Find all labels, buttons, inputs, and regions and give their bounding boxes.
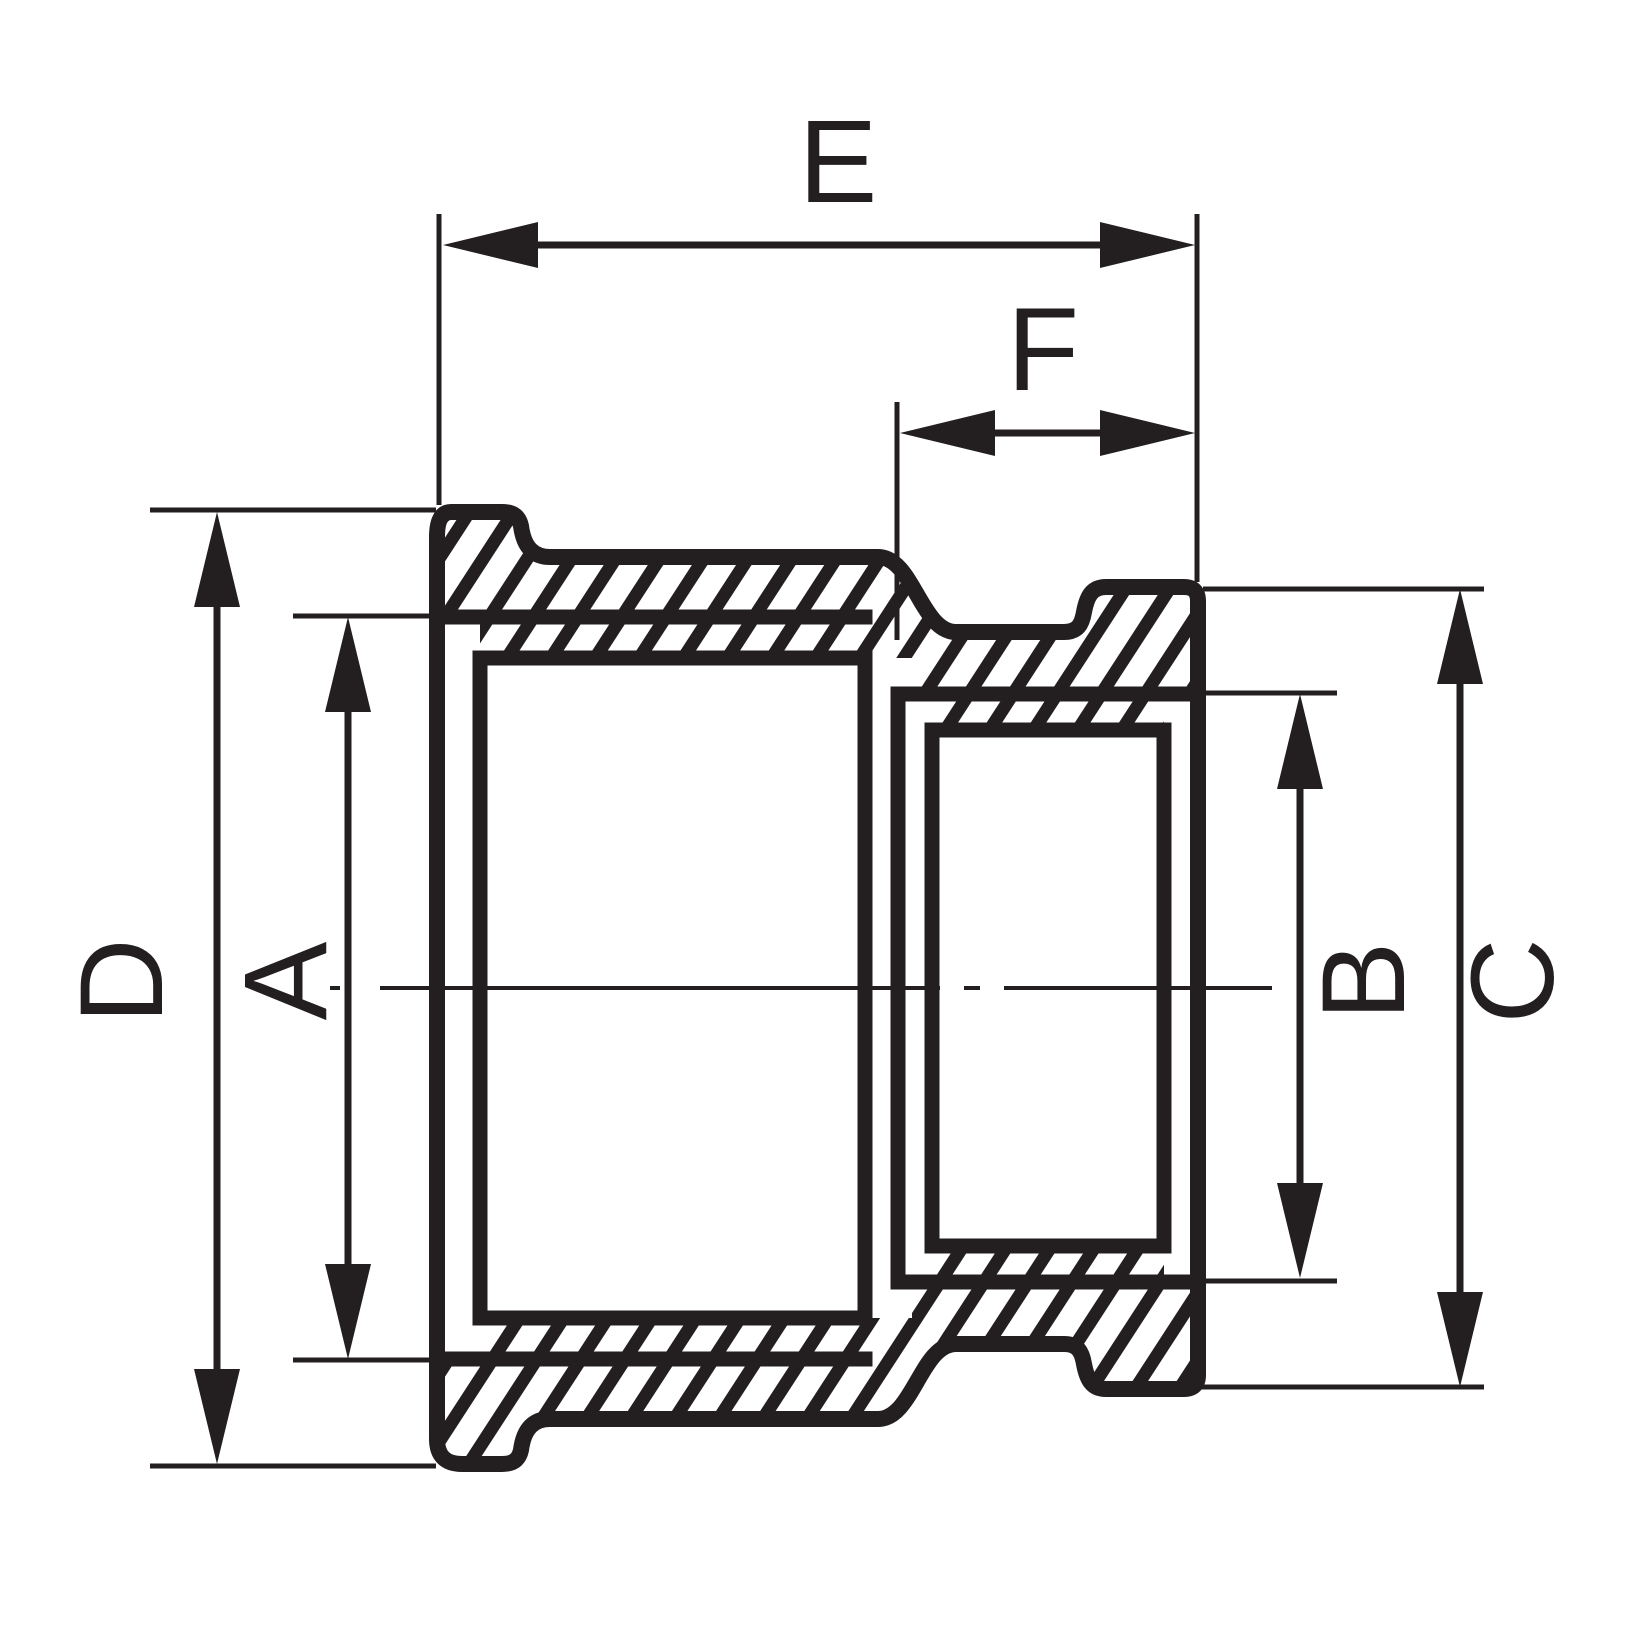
arrowhead-C-bottom: [1437, 1292, 1483, 1387]
arrowhead-F-left: [900, 410, 995, 456]
dimension-A: A: [220, 613, 437, 1363]
dim-label-F: F: [1007, 284, 1079, 416]
dim-label-C: C: [1447, 938, 1579, 1023]
dim-label-D: D: [56, 938, 188, 1023]
arrowhead-C-top: [1437, 589, 1483, 684]
arrowhead-B-bottom: [1277, 1183, 1323, 1278]
outer-contour: [429, 504, 1206, 1472]
dimension-D: D: [56, 507, 436, 1469]
dim-label-A: A: [220, 941, 352, 1020]
dim-label-E: E: [799, 96, 878, 228]
dim-label-B: B: [1298, 942, 1430, 1021]
arrowhead-E-left: [443, 222, 538, 268]
arrowhead-A-top: [325, 617, 371, 712]
dimension-B: B: [1206, 690, 1430, 1284]
fitting-cross-section: [330, 504, 1272, 1472]
dimension-E: E: [436, 96, 1200, 582]
dimension-C: C: [1192, 586, 1579, 1390]
dimension-F: F: [894, 284, 1195, 640]
arrowhead-D-bottom: [194, 1369, 240, 1464]
arrowhead-E-right: [1100, 222, 1195, 268]
arrowhead-A-bottom: [325, 1264, 371, 1359]
arrowhead-D-top: [194, 512, 240, 607]
arrowhead-F-right: [1100, 410, 1195, 456]
arrowhead-B-top: [1277, 694, 1323, 789]
